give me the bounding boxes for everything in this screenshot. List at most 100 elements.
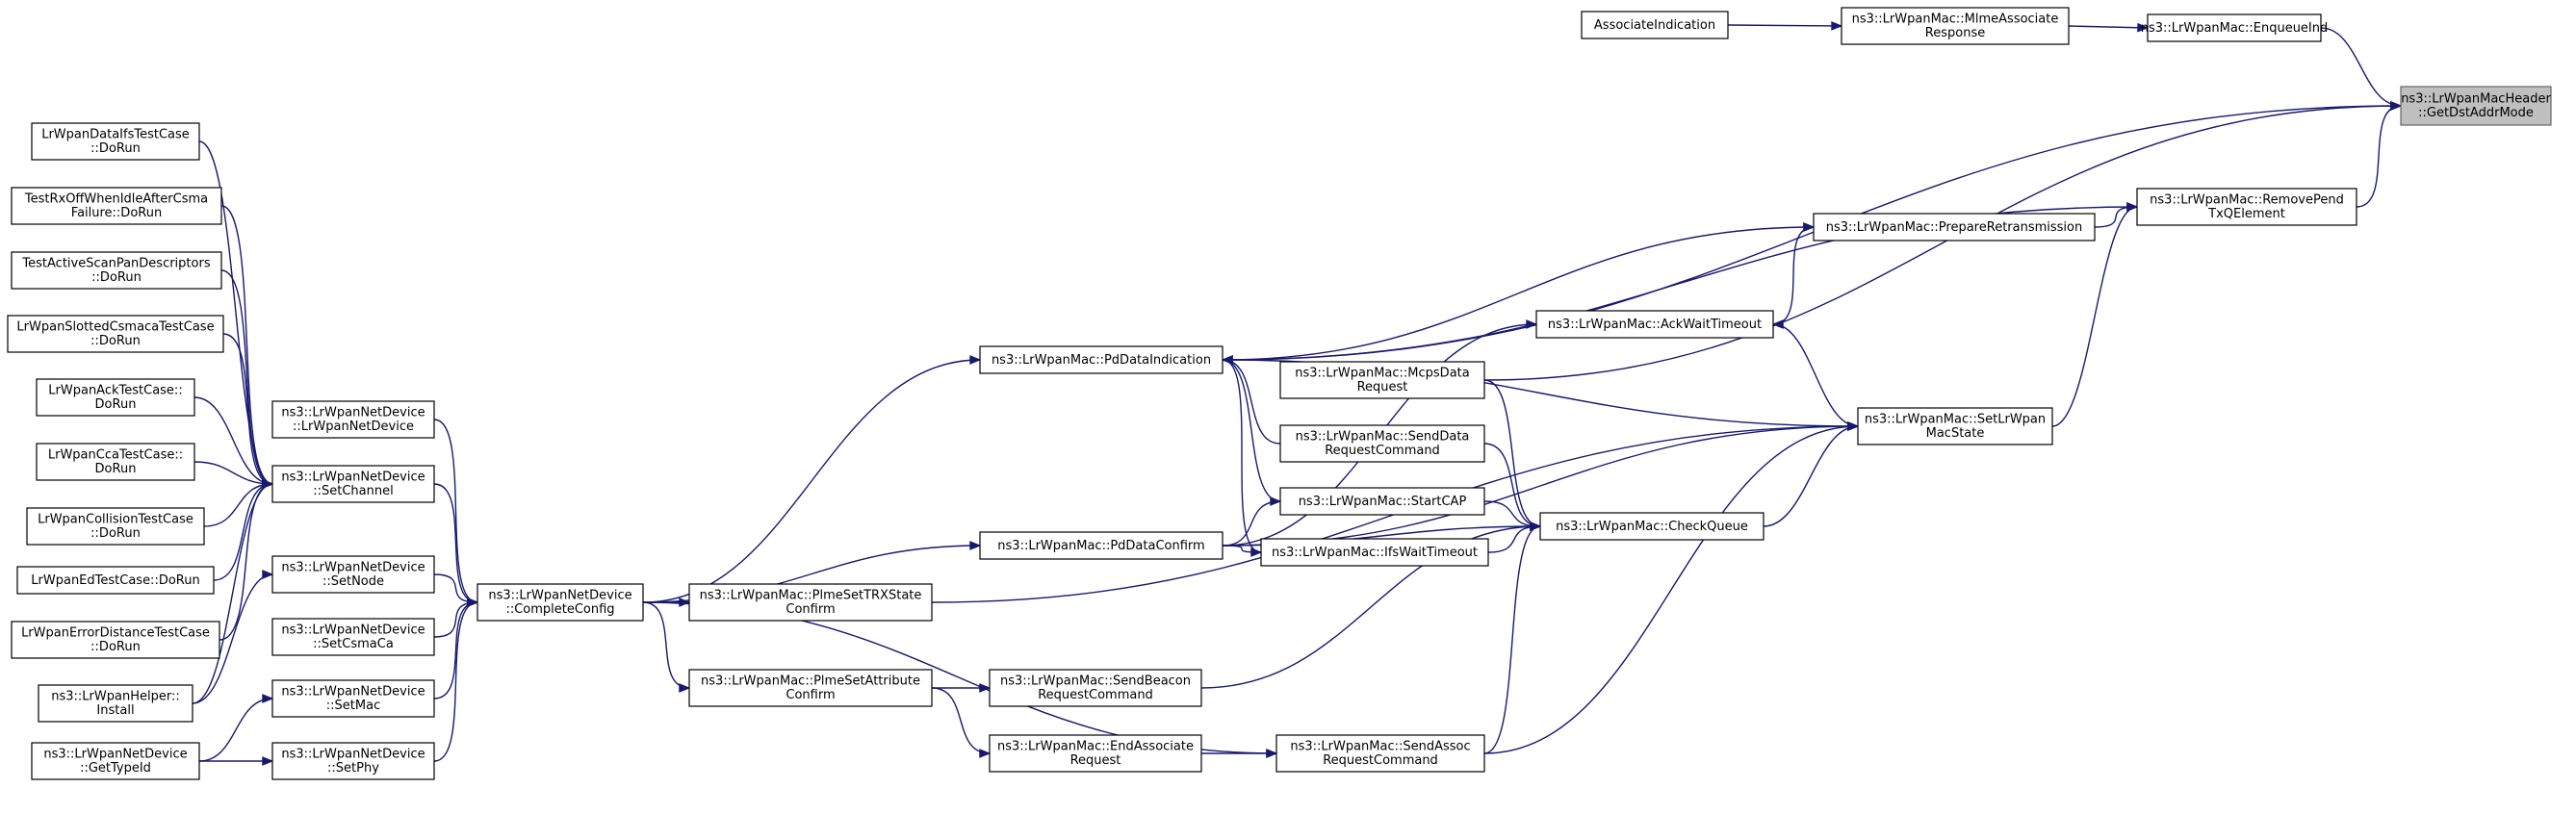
node-label: DoRun xyxy=(95,397,137,412)
edge-plmeAttr-to-endAssoc xyxy=(931,687,991,754)
node-box xyxy=(271,555,435,594)
node-box xyxy=(989,669,1202,707)
node-label: ns3::LrWpanMac::SendData xyxy=(1296,430,1470,445)
node-label: ns3::LrWpanMac::PrepareRetransmission xyxy=(1826,220,2082,235)
node-label: Confirm xyxy=(786,688,835,702)
edge-ccaTest-to-setChannel xyxy=(193,461,273,485)
edge-enqueueInd-to-root xyxy=(2320,27,2402,107)
edge-sendBeacon-to-checkQueue xyxy=(1200,525,1541,689)
node-box xyxy=(979,531,1224,560)
edge-sendAssoc-to-checkQueue xyxy=(1483,525,1541,754)
node-label: ns3::LrWpanMac::SendBeacon xyxy=(1000,674,1191,689)
node-root[interactable]: ns3::LrWpanMacHeader::GetDstAddrMode xyxy=(2400,86,2552,126)
node-label: ::GetTypeId xyxy=(80,761,151,776)
node-collision[interactable]: LrWpanCollisionTestCase::DoRun xyxy=(26,507,205,546)
edge-setPhy-to-completeConfig xyxy=(433,601,478,762)
node-box xyxy=(1275,734,1485,773)
node-label: ns3::LrWpanMac::McpsData xyxy=(1295,367,1469,381)
node-label: ::SetChannel xyxy=(313,484,393,498)
node-ackTest[interactable]: LrWpanAckTestCase::DoRun xyxy=(36,378,195,417)
edge-pdDataInd-to-root xyxy=(1222,105,2402,361)
node-box xyxy=(26,507,205,546)
arrowhead xyxy=(467,598,479,607)
node-getTypeId[interactable]: ns3::LrWpanNetDevice::GetTypeId xyxy=(31,742,200,780)
node-box xyxy=(688,669,933,707)
node-box xyxy=(16,566,215,595)
edge-rxOff-to-setChannel xyxy=(220,205,273,485)
node-label: ns3::LrWpanMac::AckWaitTimeout xyxy=(1548,318,1762,332)
node-setPhy[interactable]: ns3::LrWpanNetDevice::SetPhy xyxy=(271,742,435,780)
node-label: AssociateIndication xyxy=(1594,18,1715,33)
node-label: ns3::LrWpanNetDevice xyxy=(488,589,631,603)
node-edTest[interactable]: LrWpanEdTestCase::DoRun xyxy=(16,566,215,595)
node-box xyxy=(271,618,435,656)
arrowhead xyxy=(262,756,274,766)
arrowhead xyxy=(1270,496,1282,506)
node-label: ns3::LrWpanMac::PdDataIndication xyxy=(992,353,1211,368)
node-pdDataConf[interactable]: ns3::LrWpanMac::PdDataConfirm xyxy=(979,531,1224,560)
edge-netDeviceCtor-to-completeConfig xyxy=(433,419,478,603)
node-label: ::DoRun xyxy=(90,141,141,156)
node-errDist[interactable]: LrWpanErrorDistanceTestCase::DoRun xyxy=(11,621,220,659)
node-box xyxy=(1260,538,1489,567)
node-enqueueInd[interactable]: ns3::LrWpanMac::EnqueueInd xyxy=(2141,13,2329,42)
arrowhead xyxy=(979,683,992,693)
node-setCsmaCa[interactable]: ns3::LrWpanNetDevice::SetCsmaCa xyxy=(271,618,435,656)
edge-completeConfig-to-pdDataInd xyxy=(642,359,981,603)
node-ccaTest[interactable]: LrWpanCcaTestCase::DoRun xyxy=(36,443,195,481)
node-startCap[interactable]: ns3::LrWpanMac::StartCAP xyxy=(1279,487,1485,516)
node-assocInd[interactable]: AssociateIndication xyxy=(1581,11,1729,39)
edge-getTypeId-to-setMac xyxy=(198,698,273,762)
node-box xyxy=(477,583,644,622)
node-checkQueue[interactable]: ns3::LrWpanMac::CheckQueue xyxy=(1539,512,1765,541)
node-label: ns3::LrWpanMac::SetLrWpan xyxy=(1865,413,2046,427)
edge-ifsWait-to-pdDataInd xyxy=(1222,359,1262,553)
node-ackWait[interactable]: ns3::LrWpanMac::AckWaitTimeout xyxy=(1535,310,1774,339)
node-label: ns3::LrWpanMacHeader xyxy=(2401,92,2551,107)
arrowhead xyxy=(1266,749,1278,758)
node-label: LrWpanErrorDistanceTestCase xyxy=(21,626,210,641)
node-completeConfig[interactable]: ns3::LrWpanNetDevice::CompleteConfig xyxy=(477,583,644,622)
edge-assocInd-to-mlmeAssocResp xyxy=(1727,24,1842,27)
edge-sendAssoc-to-setState xyxy=(1483,425,1859,754)
node-label: ns3::LrWpanNetDevice xyxy=(281,406,425,420)
node-ifsWait[interactable]: ns3::LrWpanMac::IfsWaitTimeout xyxy=(1260,538,1489,567)
node-prepareRetx[interactable]: ns3::LrWpanMac::PrepareRetransmission xyxy=(1813,213,2096,242)
node-label: ::DoRun xyxy=(91,270,142,285)
node-label: DoRun xyxy=(95,462,137,476)
node-label: ::SetCsmaCa xyxy=(313,637,394,651)
node-label: ns3::LrWpanMac::SendAssoc xyxy=(1290,740,1470,754)
node-activeScan[interactable]: TestActiveScanPanDescriptors::DoRun xyxy=(11,251,222,290)
node-setMac[interactable]: ns3::LrWpanNetDevice::SetMac xyxy=(271,679,435,718)
node-box xyxy=(1813,213,2096,242)
node-label: ns3::LrWpanMac::CheckQueue xyxy=(1556,520,1748,534)
node-box xyxy=(1581,11,1729,39)
node-box xyxy=(1857,407,2053,445)
node-label: TxQElement xyxy=(2207,207,2285,221)
node-box xyxy=(2136,188,2357,226)
node-pdDataInd[interactable]: ns3::LrWpanMac::PdDataIndication xyxy=(979,345,1224,374)
node-slotted[interactable]: LrWpanSlottedCsmacaTestCase::DoRun xyxy=(7,315,224,353)
arrowhead xyxy=(969,541,982,550)
node-box xyxy=(2400,86,2552,126)
node-helperInstall[interactable]: ns3::LrWpanHelper::Install xyxy=(38,684,193,723)
edge-helperInstall-to-setChannel xyxy=(192,483,273,704)
arrowhead xyxy=(262,694,274,703)
node-setChannel[interactable]: ns3::LrWpanNetDevice::SetChannel xyxy=(271,465,435,503)
node-dataIfs[interactable]: LrWpanDataIfsTestCase::DoRun xyxy=(31,122,200,161)
node-netDeviceCtor[interactable]: ns3::LrWpanNetDevice::LrWpanNetDevice xyxy=(271,400,435,439)
node-label: RequestCommand xyxy=(1323,753,1438,768)
node-setNode[interactable]: ns3::LrWpanNetDevice::SetNode xyxy=(271,555,435,594)
